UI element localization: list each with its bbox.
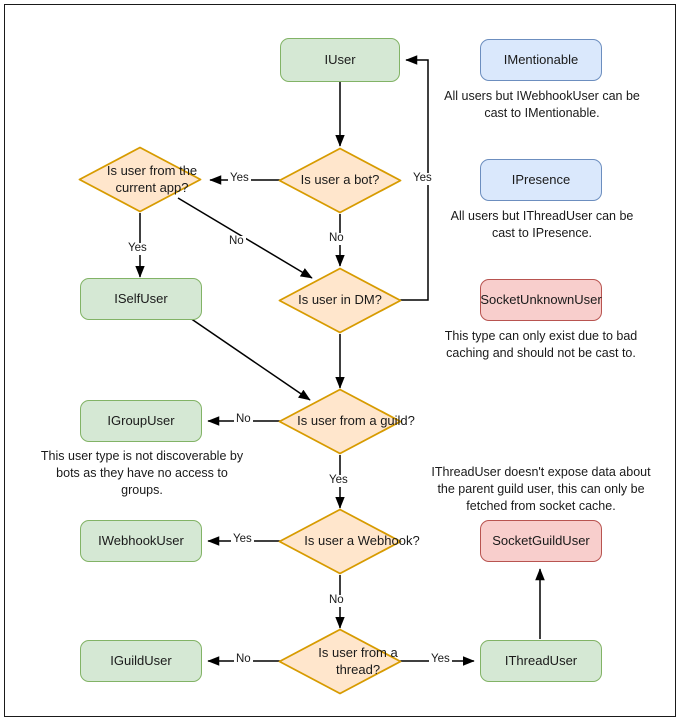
edge-label-guild-yes: Yes — [327, 474, 350, 487]
note-imentionable: All users but IWebhookUser can be cast t… — [444, 89, 640, 120]
node-ithreaduser-label: IThreadUser — [504, 652, 578, 668]
node-iwebhookuser-label: IWebhookUser — [98, 532, 184, 548]
diamond-shape — [78, 146, 202, 213]
node-is-user-from-a-guild[interactable]: Is user from a guild? — [278, 388, 415, 455]
node-igroupuser-label: IGroupUser — [107, 412, 175, 428]
node-is-user-from-the-current-app[interactable]: Is user from the current app? — [78, 146, 202, 213]
node-is-user-in-dm[interactable]: Is user in DM? — [278, 267, 402, 334]
edge-label-dm-yes: Yes — [411, 172, 434, 185]
node-iuser-label: IUser — [324, 51, 356, 67]
edge-label-thread-no: No — [234, 653, 253, 666]
edge-label-webhook-yes: Yes — [231, 533, 254, 546]
edge-label-thread-yes: Yes — [429, 653, 452, 666]
node-igroupuser[interactable]: IGroupUser — [80, 400, 202, 442]
edge-label-bot-yes: Yes — [228, 172, 251, 185]
node-ithreaduser[interactable]: IThreadUser — [480, 640, 602, 682]
diamond-shape — [278, 388, 402, 455]
diagram-frame — [4, 4, 676, 717]
node-socketguilduser-label: SocketGuildUser — [492, 532, 590, 548]
diamond-shape — [278, 267, 402, 334]
node-socketunknownuser[interactable]: SocketUnknownUser — [480, 279, 602, 321]
edge-label-currentapp-no: No — [227, 235, 246, 248]
node-is-user-a-bot[interactable]: Is user a bot? — [278, 147, 402, 214]
edge-label-bot-no: No — [327, 232, 346, 245]
node-imentionable-label: IMentionable — [503, 51, 579, 67]
note-ipresence: All users but IThreadUser can be cast to… — [450, 209, 634, 240]
node-iselfuser-label: ISelfUser — [114, 290, 168, 306]
node-socketunknownuser-label: SocketUnknownUser — [480, 291, 602, 307]
node-ipresence-label: IPresence — [511, 171, 571, 187]
diamond-shape — [278, 508, 402, 575]
node-iguilduser-label: IGuildUser — [110, 652, 172, 668]
diamond-shape — [278, 147, 402, 214]
node-ipresence[interactable]: IPresence — [480, 159, 602, 201]
node-imentionable[interactable]: IMentionable — [480, 39, 602, 81]
note-socketunknownuser: This type can only exist due to bad cach… — [444, 329, 638, 360]
note-socketguilduser: IThreadUser doesn't expose data about th… — [431, 465, 651, 513]
node-socketguilduser[interactable]: SocketGuildUser — [480, 520, 602, 562]
diamond-shape — [278, 628, 402, 695]
note-igroupuser: This user type is not discoverable by bo… — [40, 449, 244, 497]
node-is-user-from-a-thread[interactable]: Is user from a thread? — [278, 628, 402, 695]
edge-label-guild-no: No — [234, 413, 253, 426]
node-iuser[interactable]: IUser — [280, 38, 400, 82]
node-iwebhookuser[interactable]: IWebhookUser — [80, 520, 202, 562]
edge-label-currentapp-yes: Yes — [126, 242, 149, 255]
edge-label-webhook-no: No — [327, 594, 346, 607]
node-is-user-a-webhook[interactable]: Is user a Webhook? — [278, 508, 420, 575]
node-iselfuser[interactable]: ISelfUser — [80, 278, 202, 320]
node-iguilduser[interactable]: IGuildUser — [80, 640, 202, 682]
